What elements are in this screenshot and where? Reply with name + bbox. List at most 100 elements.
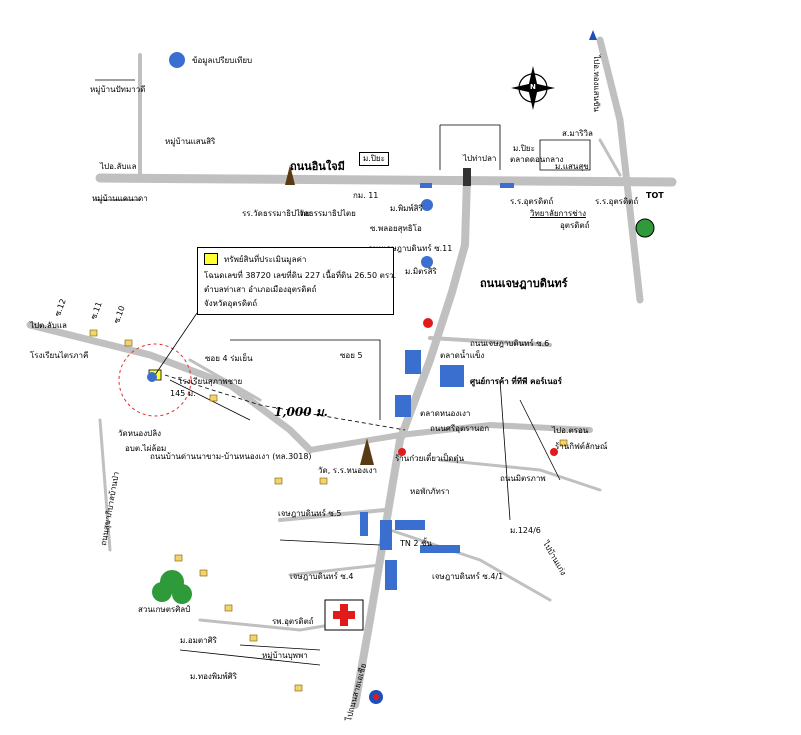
main-road-inchaimi (95, 173, 677, 187)
park-tree-icon (152, 570, 192, 604)
college-label: วิทยาลัยการช่าง (530, 209, 586, 218)
market2-label: ตลาดหนองเงา (420, 409, 471, 418)
info-line-2: ตำบลท่าเสา อำเภอเมืองอุตรดิตถ์ (204, 285, 317, 294)
road-network (26, 36, 677, 709)
phong-label: ม.ทองพิมพ์ศิริ (190, 672, 237, 681)
southwest-road (98, 418, 112, 552)
wat-nong-ngao-label: วัด, ร.ร.หนองเงา (318, 466, 378, 475)
school-nong-label: โรงเรียนสุภาพชาย (178, 377, 243, 386)
compare-legend-icon (169, 52, 185, 68)
main-road-label: ถนนอินใจมี (290, 160, 345, 173)
soi-4-1-road (388, 528, 552, 602)
comp-school-label: วัดหนองปลิง (118, 429, 162, 438)
mittaprap-village-label: หมู่บ้านบุพพา (262, 651, 308, 660)
road-direction-arrow (589, 30, 597, 40)
wat-label: วัดธรรมาธิปไตย (299, 209, 356, 218)
noppadol-label: หอพักภัทรา (410, 487, 450, 496)
soi-4-road (288, 563, 382, 577)
m124-label: ม.124/6 (510, 526, 541, 535)
east-soi-road (438, 458, 602, 492)
nong-ngao-road (307, 421, 593, 453)
village-label-3: หมู่บ้านแคนาดา (92, 194, 148, 203)
to-lab-lae-2-label: ไปต.ลับแล (30, 321, 67, 330)
red-marker-2 (398, 448, 406, 456)
red-marker-3 (550, 448, 558, 456)
north-compass-icon (511, 66, 555, 110)
east-vertical-road (596, 36, 644, 304)
mittaprap-label: ถนนมิตรภาพ (500, 474, 546, 483)
village-label-1: หมู่บ้านปัทมาวดี (90, 85, 146, 94)
info-line-3: จังหวัดอุตรดิตถ์ (204, 299, 258, 308)
compass-n-label: N (530, 83, 536, 91)
jenphab-road (351, 174, 471, 709)
to-tha-sao-label: ไปอ.ทองแสนขัน (592, 55, 601, 112)
compare-legend-label: ข้อมูลเปรียบเทียบ (192, 56, 253, 65)
info-line-1: โฉนดเลขที่ 38720 เลขที่ดิน 227 เนื้อที่ด… (204, 271, 397, 280)
to-tron-label: ไปอ.ตรอน (552, 426, 589, 435)
hospital-cross-icon (324, 599, 364, 631)
building-blocks (360, 183, 514, 590)
jenphab-road-label: ถนนเจษฎาบดินทร์ (480, 277, 568, 290)
west-road (26, 321, 314, 454)
temple-shop-label: ร้านกิฟต์ลักษณ์ (555, 442, 608, 451)
tot-label: TOT (646, 191, 664, 200)
school-wat-label: รร.วัดธรรมาธิปไตย (242, 209, 310, 218)
village-label-2: หมู่บ้านแสนสิริ (165, 137, 216, 146)
property-info-box: ทรัพย์สินที่ประเมินมูลค่า โฉนดเลขที่ 387… (197, 247, 397, 315)
dog-shop-label: ร้านก๋วยเตี๋ยวเป็ดตุ๋น (395, 454, 465, 463)
tot-logo-icon (635, 218, 655, 238)
si-ut-road-label: ถนนศรีอุตรานอก (430, 424, 490, 433)
distance-label: 1,000 ม. (274, 405, 328, 419)
info-title: ทรัพย์สินที่ประเมินมูลค่า (224, 255, 307, 264)
soi-5-label: ซอย 5 (340, 351, 363, 360)
plodsamothi-label: ซ.พลอยสุทธิโอ (370, 224, 422, 233)
to-lab-lae-label: ไปอ.ลับแล (100, 162, 137, 171)
pai-hor-label: ม.ปิยะ (513, 144, 535, 153)
property-swatch (204, 253, 218, 265)
gov-office-label: อบต.ไผ่ล้อม (125, 444, 167, 453)
amata-label: ม.อมตาศิริ (180, 636, 217, 645)
boxed-label-1: ม.ปิยะ (359, 152, 389, 166)
gas-station-icon (369, 690, 383, 704)
soi-5-road (278, 508, 387, 522)
mitsiri-label: ม.มิตรสิริ (405, 267, 437, 276)
m-san-label: ม.แสนสุข (555, 162, 589, 171)
info-leader-line (154, 312, 198, 376)
jenphab-5-label: เจษฎาบดินทร์ ซ.5 (278, 509, 342, 518)
traffic-light-icon (463, 168, 471, 186)
target-radius-circle (118, 343, 192, 417)
compare-marker-1 (421, 199, 433, 211)
village-2-label: TN 2 ชั้น (400, 539, 432, 548)
comparison-markers (147, 52, 433, 382)
big-c-label: ตลาดน้ำแข็ง (440, 351, 485, 360)
soi-ban-label: ซอย 4 ร่มเย็น (205, 354, 253, 363)
soi-6-road (428, 336, 552, 347)
shop-center-label: ศูนย์การค้า ที่ทีพี คอร์เนอร์ (470, 377, 562, 386)
compare-marker-2 (421, 256, 433, 268)
jenphab-6-label: ถนนเจษฎาบดินทร์ ซ.6 (470, 339, 550, 348)
mid-road (188, 358, 262, 402)
college-label-2: อุตรดิตถ์ (560, 221, 590, 230)
house-icons (89, 329, 568, 692)
jenphab-11-label: ถนนเจษฎาบดินทร์ ซ.11 (368, 244, 453, 253)
distance-dashed-arrow (164, 374, 406, 431)
school-kor-label: โรงเรียนไตรภาคี (30, 351, 89, 360)
km11-label: กม. 11 (353, 191, 379, 200)
temple-icons (285, 165, 374, 465)
jenphab-4-1-label: เจษฎาบดินทร์ ซ.4/1 (432, 572, 504, 581)
nong-ngao-road-label: ถนนบ้านด่านนาขาม-บ้านหนองเงา (ทล.3018) (150, 452, 312, 461)
sor-mor-label: ส.มาริวิล (562, 129, 593, 138)
market-label: ตลาดดอนกลาง (510, 155, 564, 164)
radius-label: 145 ม. (170, 389, 196, 398)
red-marker-1 (423, 318, 433, 328)
side-road-2 (598, 138, 622, 177)
rr-label-2: ร.ร.อุตรดิตถ์ (595, 197, 639, 206)
jenphab-4-label: เจษฎาบดินทร์ ซ.4 (290, 572, 354, 581)
tha-pla-label: ไปท่าปลา (463, 154, 497, 163)
hospital-label: รพ.อุตรดิตถ์ (272, 617, 314, 626)
compare-marker-3 (147, 372, 157, 382)
park-label: สวนเกษตรศิลป์ (138, 605, 191, 614)
rr-label-1: ร.ร.อุตรดิตถ์ (510, 197, 554, 206)
pimsiri-label: ม.พิมพ์สิริ (390, 204, 423, 213)
